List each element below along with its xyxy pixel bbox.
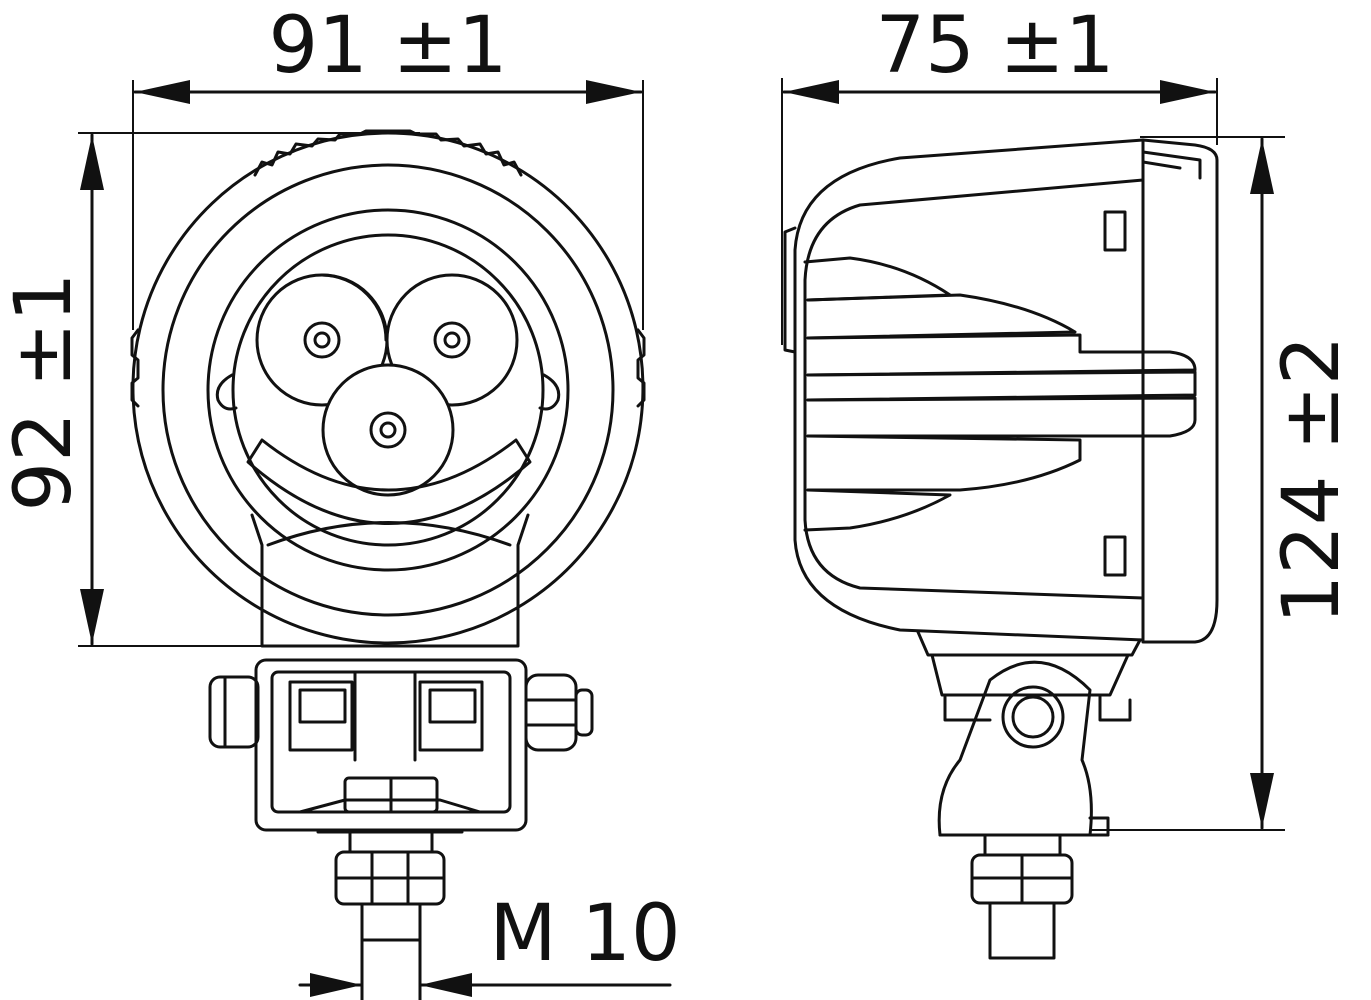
side-depth-label: 75 ±1	[875, 1, 1114, 91]
side-cooling-fins	[803, 256, 1197, 532]
front-height-label: 92 ±1	[0, 272, 89, 511]
front-housing-teeth	[130, 129, 646, 408]
side-depth-dimension-line	[782, 80, 1217, 104]
front-height-dimension-line	[80, 133, 104, 646]
side-view	[781, 78, 1285, 960]
front-stud	[334, 830, 446, 1000]
side-stud	[970, 833, 1074, 960]
thread-label: M 10	[489, 889, 680, 979]
front-width-label: 91 ±1	[268, 1, 507, 91]
side-pivot-bracket	[937, 660, 1110, 837]
front-mounting-bracket	[208, 658, 594, 834]
thread-dimension-line	[298, 973, 672, 997]
side-height-label: 124 ±2	[1267, 336, 1357, 625]
front-width-dimension-line	[133, 80, 643, 104]
led-lens-center	[321, 363, 455, 497]
side-height-dimension-line	[1250, 137, 1274, 830]
front-view	[78, 80, 672, 1000]
